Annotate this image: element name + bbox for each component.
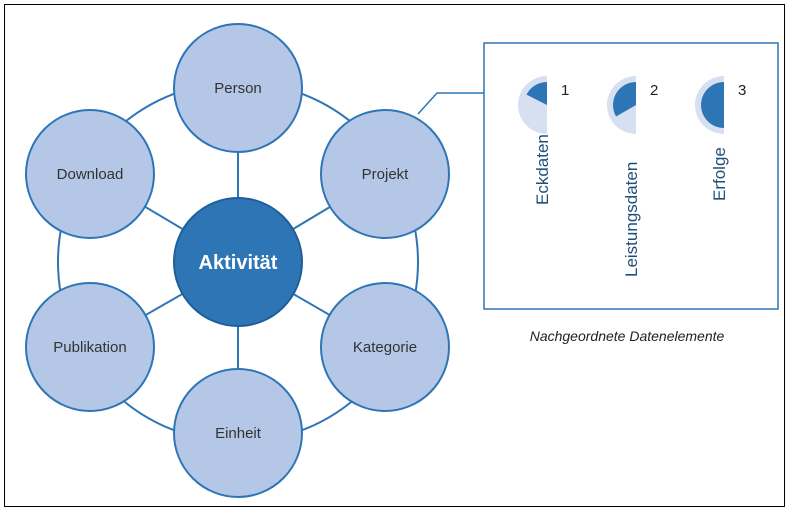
node-kategorie: Kategorie <box>320 282 450 412</box>
leistungsdaten-label: Leistungsdaten <box>622 162 641 277</box>
erfolge-level-fill <box>701 82 724 128</box>
node-einheit: Einheit <box>173 368 303 498</box>
subelements-caption: Nachgeordnete Datenelemente <box>530 328 725 344</box>
leistungsdaten-level-fill <box>613 82 636 117</box>
subelement-eckdaten: 1 Eckdaten <box>518 76 569 205</box>
node-publikation-label: Publikation <box>53 339 126 356</box>
eckdaten-level-fill <box>526 82 547 105</box>
node-publikation: Publikation <box>25 282 155 412</box>
node-download: Download <box>25 109 155 239</box>
node-kategorie-label: Kategorie <box>353 339 417 356</box>
leistungsdaten-number: 2 <box>650 82 658 99</box>
node-projekt-label: Projekt <box>362 166 410 183</box>
eckdaten-label: Eckdaten <box>533 134 552 205</box>
erfolge-label: Erfolge <box>710 147 729 201</box>
node-person: Person <box>173 23 303 153</box>
erfolge-number: 3 <box>738 82 746 99</box>
subelement-leistungsdaten: 2 Leistungsdaten <box>607 76 658 277</box>
subelement-connector <box>417 92 484 115</box>
eckdaten-number: 1 <box>561 82 569 99</box>
node-projekt: Projekt <box>320 109 450 239</box>
node-center-aktivitaet: Aktivität <box>173 197 303 327</box>
subelement-erfolge: 3 Erfolge <box>695 76 746 201</box>
node-person-label: Person <box>214 80 262 97</box>
center-label: Aktivität <box>199 252 278 274</box>
node-download-label: Download <box>57 166 124 183</box>
node-einheit-label: Einheit <box>215 425 262 442</box>
